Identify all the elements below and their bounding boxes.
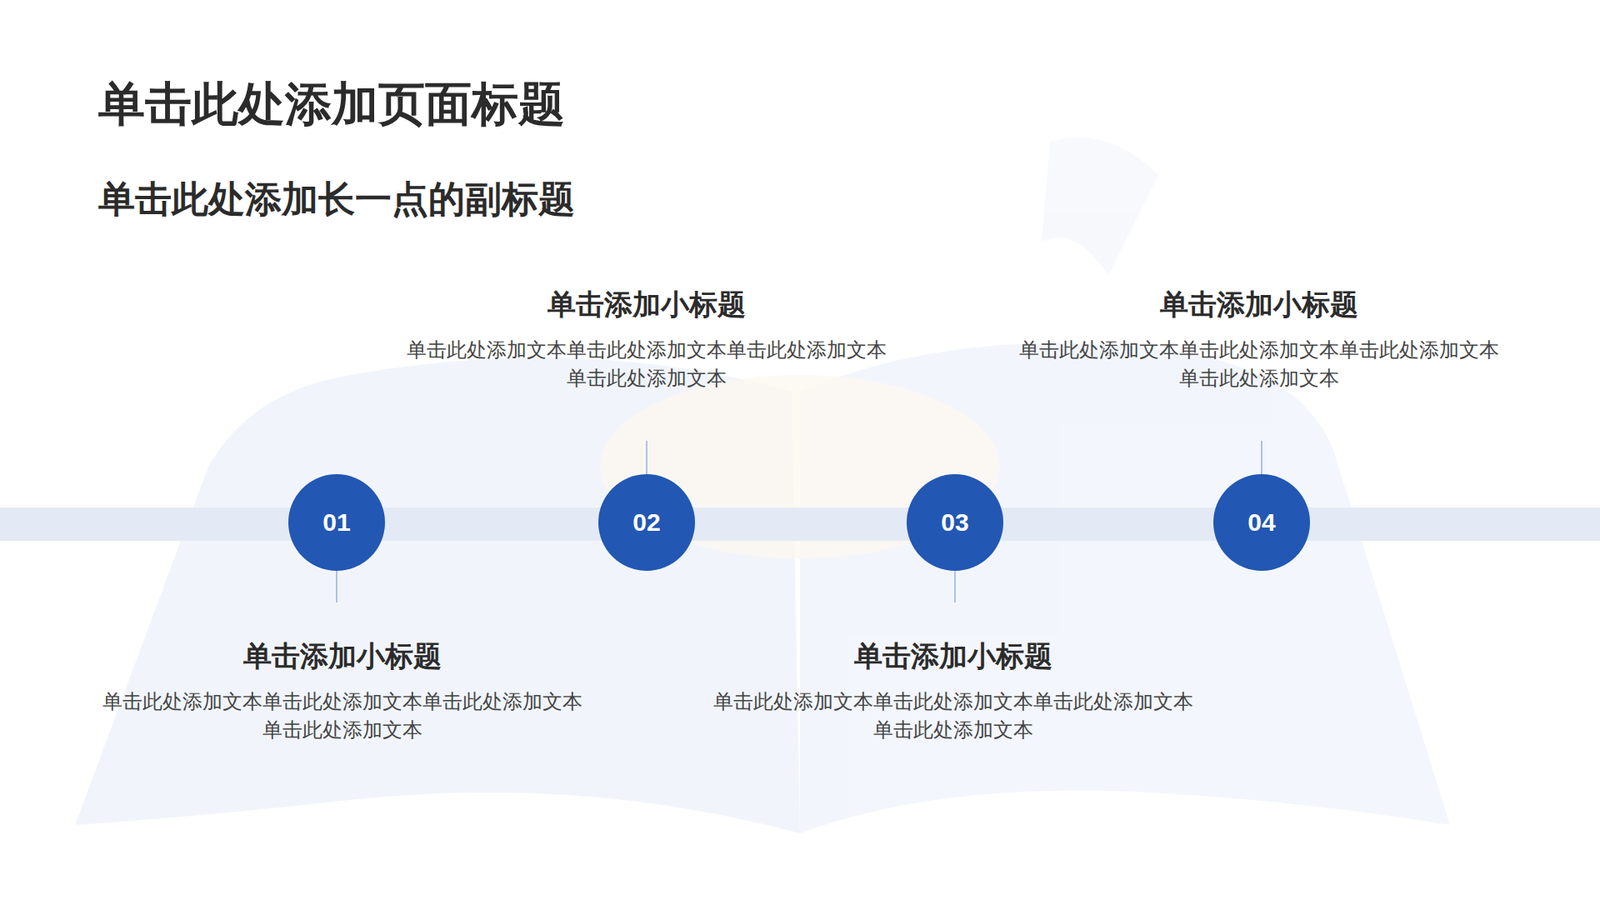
timeline-band xyxy=(0,507,1600,541)
step-circle: 03 xyxy=(906,474,1004,571)
step-text-group: 单击添加小标题单击此处添加文本单击此处添加文本单击此处添加文本单击此处添加文本 xyxy=(703,602,1204,745)
step-number: 04 xyxy=(1247,508,1275,537)
step-text-group: 单击添加小标题单击此处添加文本单击此处添加文本单击此处添加文本单击此处添加文本 xyxy=(1009,285,1510,441)
step-text-group: 单击添加小标题单击此处添加文本单击此处添加文本单击此处添加文本单击此处添加文本 xyxy=(396,285,897,441)
page-title: 单击此处添加页面标题 xyxy=(98,73,565,137)
step-body: 单击此处添加文本单击此处添加文本单击此处添加文本单击此处添加文本 xyxy=(400,335,893,393)
page-subtitle: 单击此处添加长一点的副标题 xyxy=(98,175,575,225)
step-text-group: 单击添加小标题单击此处添加文本单击此处添加文本单击此处添加文本单击此处添加文本 xyxy=(92,602,593,745)
step-circle: 02 xyxy=(598,474,695,571)
step-connector xyxy=(954,570,956,603)
book-flying-page xyxy=(1041,137,1159,275)
step-circle: 01 xyxy=(288,474,385,571)
step-body: 单击此处添加文本单击此处添加文本单击此处添加文本单击此处添加文本 xyxy=(1013,335,1505,393)
step-heading: 单击添加小标题 xyxy=(703,637,1204,675)
step-number: 03 xyxy=(940,508,969,537)
step-circle: 04 xyxy=(1213,474,1310,571)
step-heading: 单击添加小标题 xyxy=(92,637,593,675)
step-heading: 单击添加小标题 xyxy=(396,285,897,323)
step-connector xyxy=(335,570,338,603)
step-number: 01 xyxy=(322,508,350,537)
step-body: 单击此处添加文本单击此处添加文本单击此处添加文本单击此处添加文本 xyxy=(96,687,589,745)
step-connector xyxy=(1260,440,1263,475)
step-connector xyxy=(645,440,648,475)
step-number: 02 xyxy=(632,508,660,537)
step-heading: 单击添加小标题 xyxy=(1009,285,1510,323)
step-body: 单击此处添加文本单击此处添加文本单击此处添加文本单击此处添加文本 xyxy=(707,687,1200,745)
